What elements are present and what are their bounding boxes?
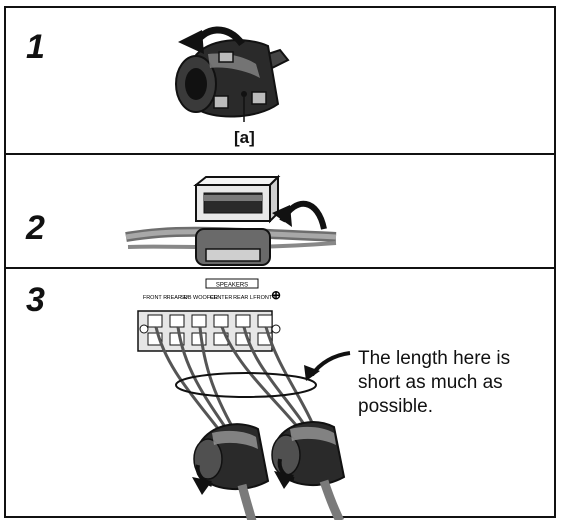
step-number: 3 (26, 281, 45, 319)
terminal-label: FRONT L (253, 295, 276, 301)
step-number: 1 (26, 28, 45, 66)
step-1: 1 [a] (6, 8, 554, 155)
part-label-a: [a] (234, 128, 255, 147)
step-3: 3 SPEAKERS FRONT R REAR R SUB WOOFER CEN… (6, 269, 554, 520)
svg-text:⊕: ⊕ (271, 288, 281, 302)
terminal-label: REAR L (233, 295, 253, 301)
panel-header: SPEAKERS (216, 283, 248, 289)
ferrite-core-open-illustration (175, 26, 290, 122)
speaker-terminal-illustration: SPEAKERS FRONT R REAR R SUB WOOFER CENTE… (137, 278, 351, 520)
cable-length-note: The length here is short as much as poss… (358, 348, 511, 417)
terminal-label: SUB WOOFER (180, 295, 218, 301)
terminal-label: FRONT R (143, 295, 167, 301)
instruction-frame: 1 [a] 2 (4, 6, 556, 520)
step-2: 2 (6, 155, 554, 269)
terminal-label: CENTER (210, 295, 233, 301)
ferrite-on-cable-illustration (125, 174, 337, 266)
terminal-label: REAR R (167, 295, 188, 301)
step-number: 2 (26, 209, 45, 247)
